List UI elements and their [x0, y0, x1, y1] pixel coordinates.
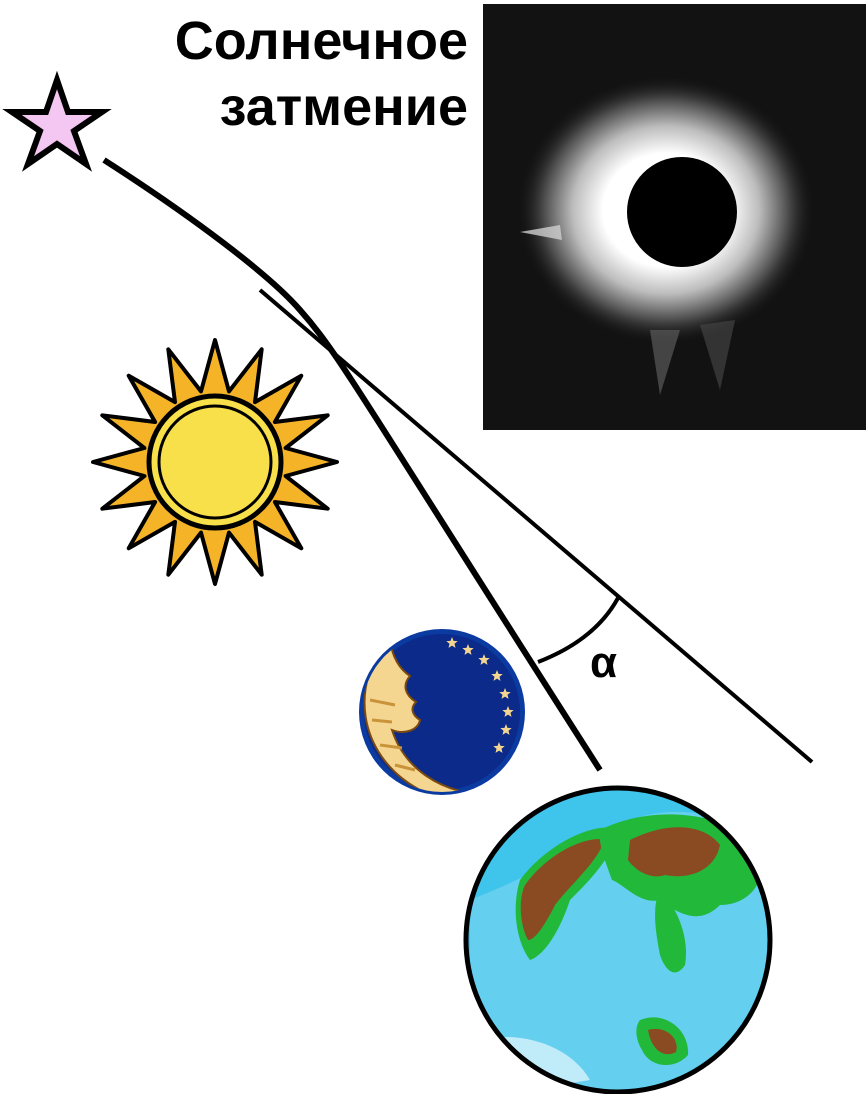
- angle-label: α: [590, 638, 617, 688]
- crescent-moon-icon: [359, 629, 525, 798]
- star-icon: [12, 80, 102, 164]
- title-line-1: Солнечное: [175, 8, 468, 74]
- diagram-title: Солнечное затмение: [175, 8, 468, 140]
- title-line-2: затмение: [175, 74, 468, 140]
- earth-globe-icon: [466, 788, 780, 1094]
- solar-eclipse-photo: [483, 4, 866, 430]
- sun-icon: [93, 340, 337, 584]
